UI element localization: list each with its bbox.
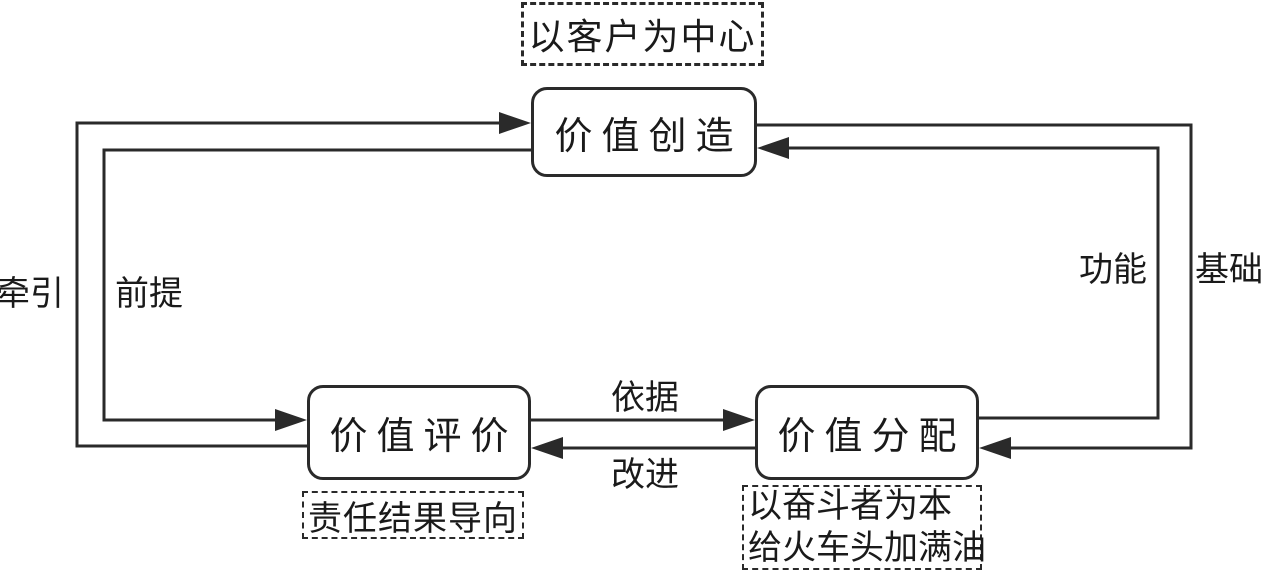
node-value-evaluation: 价值评价	[307, 385, 531, 480]
edge-label-improvement: 改进	[611, 456, 679, 494]
edge-premise-arrow	[102, 148, 531, 431]
annotation-strivers: 以奋斗者为本 给火车头加满油	[742, 485, 986, 570]
node-value-creation-label: 价值创造	[554, 115, 743, 158]
annotation-result-oriented: 责任结果导向	[302, 491, 524, 539]
annotation-customer-centric-label: 以客户为中心	[528, 17, 757, 57]
edge-foundation-arrow	[757, 123, 1193, 459]
annotation-strivers-line-2: 给火车头加满油	[748, 529, 986, 567]
edge-label-traction: 牵引	[0, 275, 64, 313]
node-value-distribution-label: 价值分配	[777, 416, 966, 458]
edge-traction-arrow	[75, 112, 531, 448]
edge-label-foundation: 基础	[1195, 251, 1262, 289]
node-value-evaluation-label: 价值评价	[329, 416, 518, 458]
edge-basis-arrow	[531, 409, 755, 431]
annotation-strivers-line-1: 以奋斗者为本	[748, 487, 952, 525]
edge-improvement-arrow	[531, 437, 755, 459]
edge-label-basis: 依据	[611, 379, 679, 417]
annotation-customer-centric: 以客户为中心	[521, 2, 764, 66]
annotation-result-oriented-label: 责任结果导向	[308, 500, 518, 538]
node-value-creation: 价值创造	[531, 87, 757, 177]
node-value-distribution: 价值分配	[755, 385, 979, 480]
edge-label-function: 功能	[1079, 251, 1147, 289]
edge-label-premise: 前提	[115, 275, 183, 313]
edge-function-arrow	[757, 137, 1160, 420]
